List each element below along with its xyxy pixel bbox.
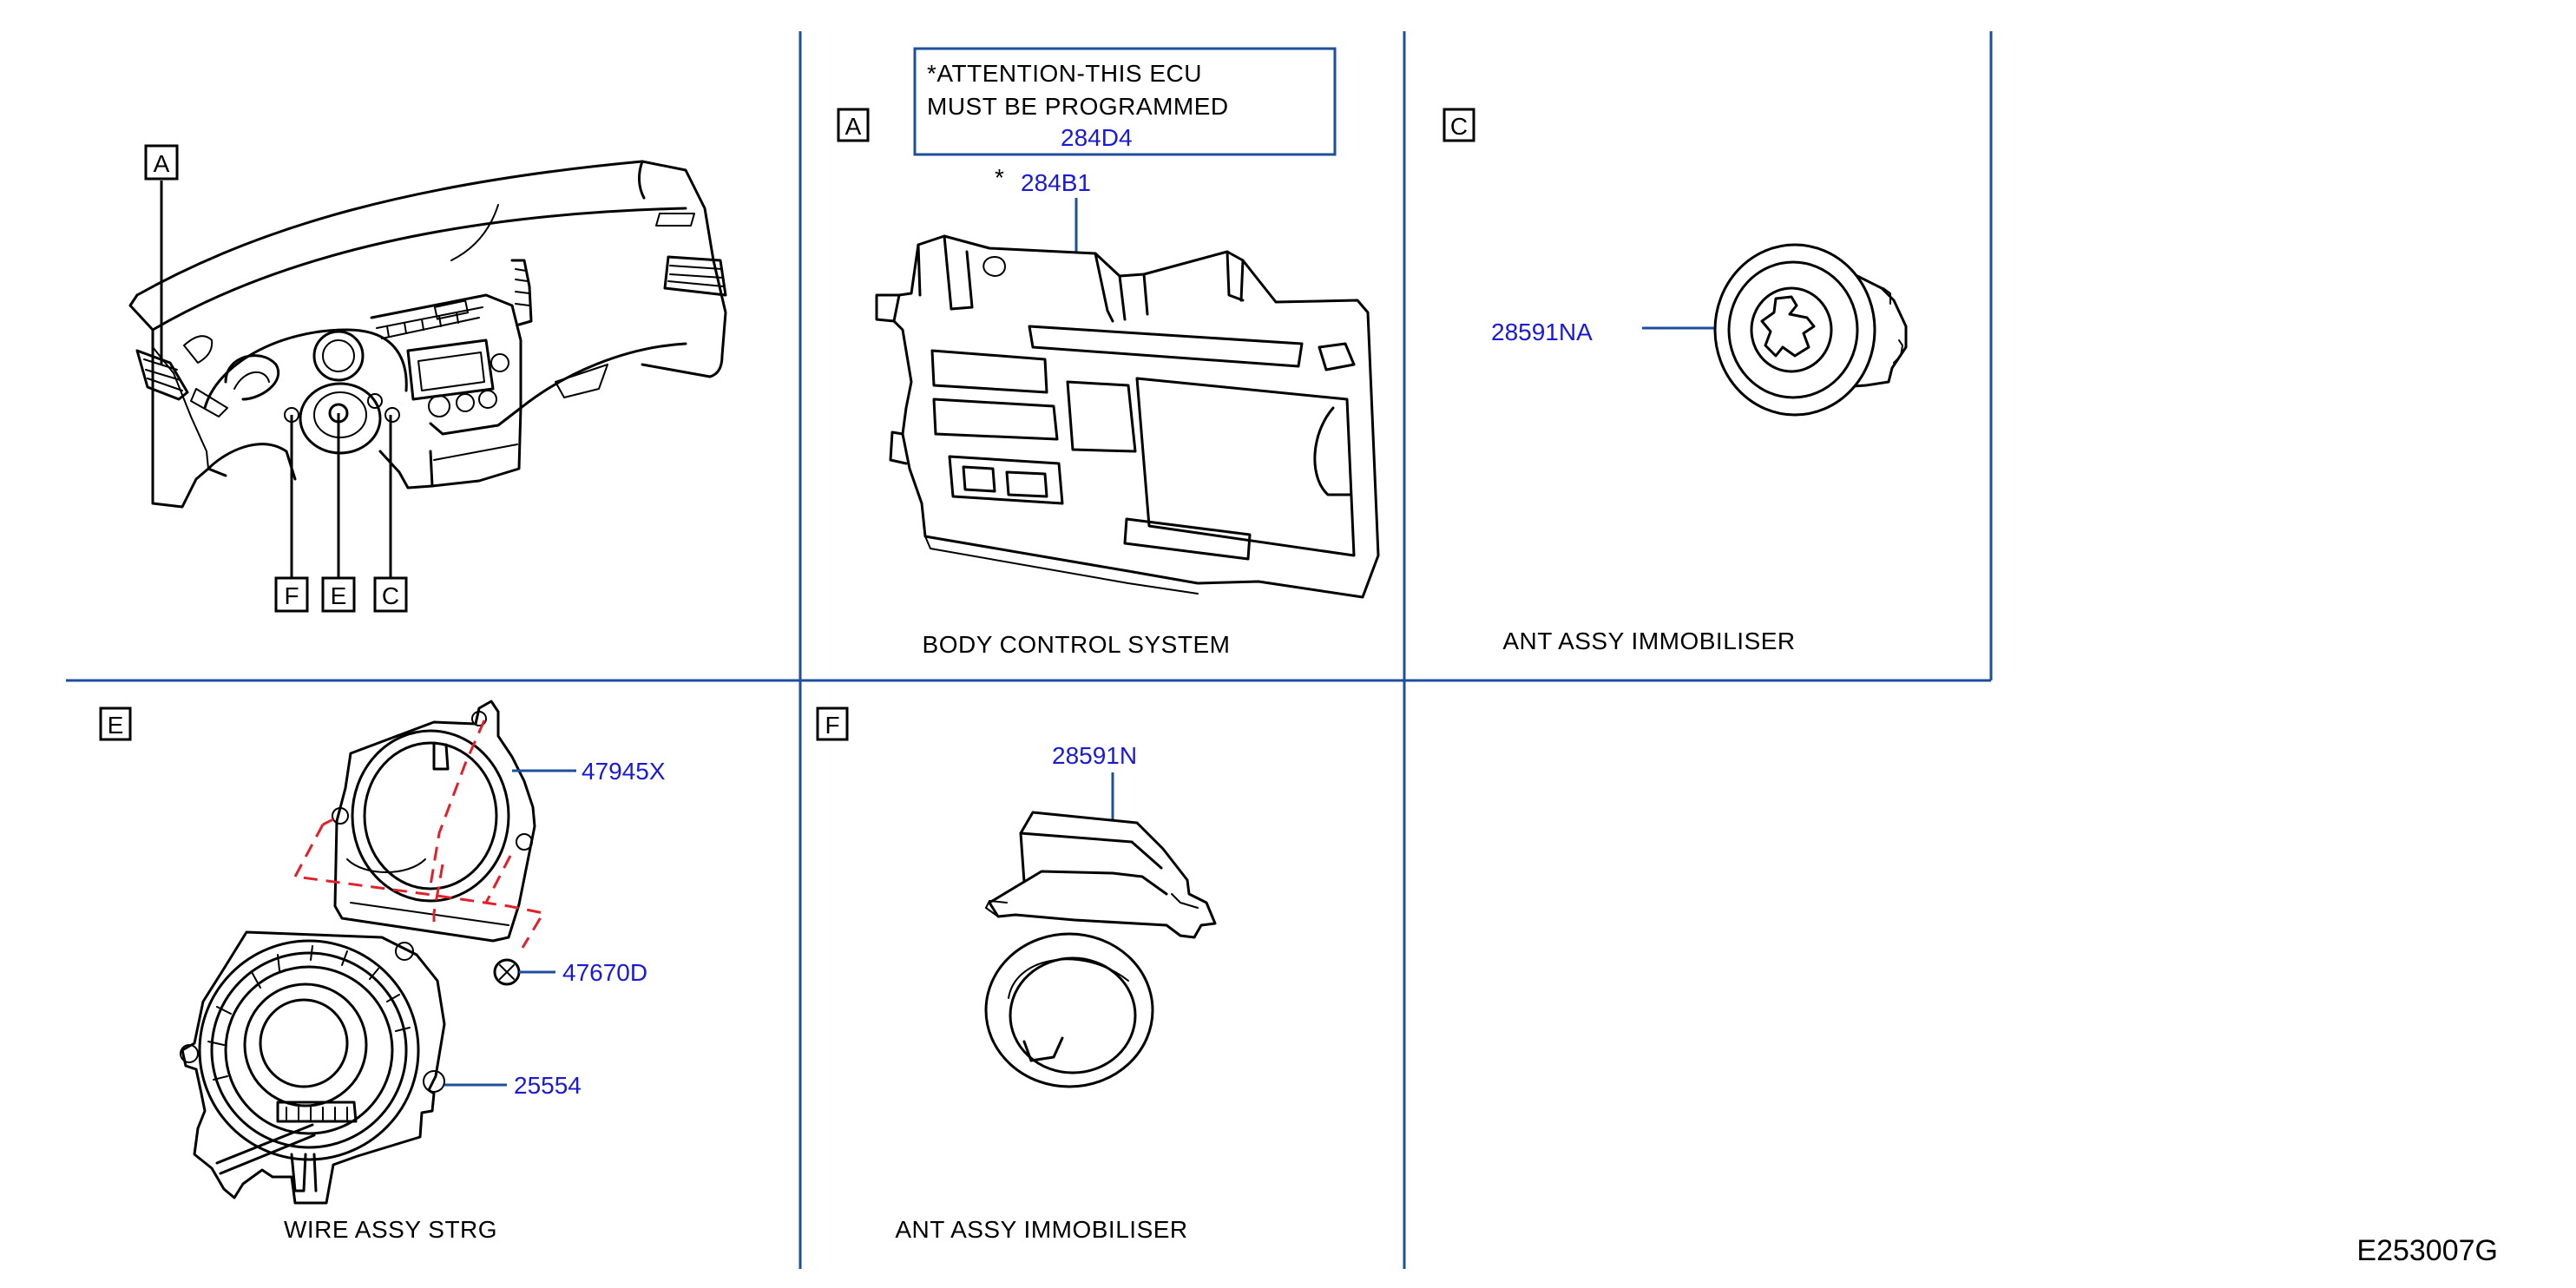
- panel-f: F 28591N ANT ASSY IMMOBILISER: [816, 706, 1217, 1243]
- panel-f-letter: F: [825, 712, 839, 739]
- panel-a: A *ATTENTION-THIS ECU MUST BE PROGRAMMED…: [837, 47, 1380, 658]
- callout-a-letter: A: [154, 150, 170, 177]
- callout-e[interactable]: E: [321, 576, 356, 613]
- callout-a[interactable]: A: [144, 144, 179, 181]
- callout-c[interactable]: C: [373, 576, 408, 613]
- immobiliser-antenna-illustration: [984, 811, 1217, 1088]
- part-28591n[interactable]: 28591N: [1052, 742, 1137, 769]
- panel-a-caption: BODY CONTROL SYSTEM: [923, 631, 1231, 658]
- panel-f-letter-box: F: [816, 706, 849, 741]
- clock-spring-illustration: [180, 930, 446, 1205]
- callout-f-letter: F: [284, 582, 299, 609]
- part-284b1[interactable]: 284B1: [1021, 169, 1091, 196]
- overview-leaders: [160, 181, 392, 578]
- panel-e-caption: WIRE ASSY STRG: [284, 1216, 497, 1243]
- phantom-lines: [292, 720, 546, 949]
- panel-c-letter: C: [1450, 113, 1468, 140]
- part-284d4[interactable]: 284D4: [1061, 124, 1133, 151]
- attention-line-2: MUST BE PROGRAMMED: [927, 93, 1229, 120]
- panel-c: C 28591NA ANT ASSY IMMOBILISER: [1442, 108, 1908, 654]
- part-asterisk: *: [995, 164, 1004, 191]
- attention-note: *ATTENTION-THIS ECU MUST BE PROGRAMMED 2…: [913, 47, 1337, 156]
- panel-dividers: [66, 31, 1993, 1269]
- attention-line-1: *ATTENTION-THIS ECU: [927, 60, 1202, 87]
- callout-c-letter: C: [382, 582, 399, 609]
- callout-f[interactable]: F: [274, 576, 309, 613]
- dashboard-overview: A F E C: [128, 144, 727, 613]
- screw-47670d-illustration: [493, 958, 521, 986]
- panel-e-letter: E: [108, 712, 124, 739]
- panel-a-letter-box: A: [837, 108, 870, 142]
- spiral-cable-cover-illustration: [332, 700, 536, 943]
- part-47670d[interactable]: 47670D: [562, 959, 647, 986]
- part-28591na[interactable]: 28591NA: [1491, 319, 1593, 345]
- panel-a-letter: A: [845, 113, 862, 140]
- panel-e-letter-box: E: [99, 706, 132, 741]
- drawing-reference: E253007G: [2356, 1234, 2498, 1267]
- immobiliser-ring-illustration: [1713, 243, 1908, 417]
- part-25554[interactable]: 25554: [514, 1072, 582, 1099]
- bcm-illustration: [875, 234, 1380, 599]
- panel-e: E: [99, 700, 666, 1243]
- panel-f-caption: ANT ASSY IMMOBILISER: [895, 1216, 1187, 1243]
- callout-e-letter: E: [331, 582, 347, 609]
- panel-c-caption: ANT ASSY IMMOBILISER: [1502, 628, 1795, 654]
- dashboard-illustration: [128, 160, 727, 509]
- panel-c-letter-box: C: [1442, 108, 1475, 142]
- part-47945x[interactable]: 47945X: [582, 758, 666, 785]
